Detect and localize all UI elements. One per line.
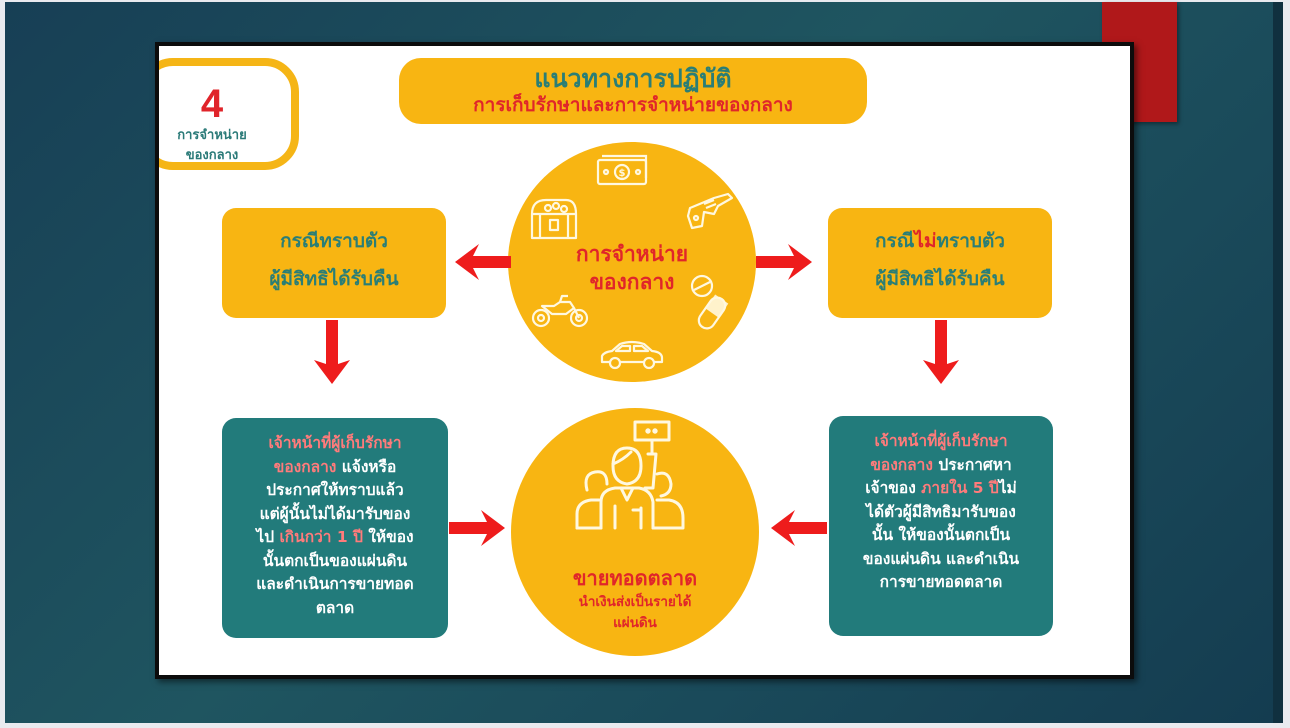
disposal-label-line1: การจำหน่าย	[575, 242, 689, 266]
procedure-known-period-highlight: เกินกว่า 1 ปี	[279, 528, 363, 546]
arrow-right-top	[756, 244, 812, 280]
procedure-unknown-line3: เจ้าของ ภายใน 5 ปีไม่	[829, 477, 1053, 501]
case-unknown-line2: ผู้มีสิทธิได้รับคืน	[875, 268, 1005, 290]
procedure-known-line5-prefix: ไป	[256, 528, 280, 546]
procedure-known-line3: ประกาศให้ทราบแล้ว	[266, 481, 404, 499]
case-unknown-prefix: กรณี	[875, 230, 915, 252]
procedure-known-owner-box: เจ้าหน้าที่ผู้เก็บรักษา ของกลาง แจ้งหรือ…	[222, 418, 448, 638]
viewer-scroll-edge	[1273, 2, 1283, 723]
case-unknown-suffix: ทราบตัว	[936, 230, 1005, 252]
procedure-known-highlight-item: ของกลาง	[273, 457, 337, 476]
arrow-down-left	[314, 320, 350, 384]
title-banner: แนวทางการปฏิบัติ การเก็บรักษาและการจำหน่…	[399, 58, 867, 124]
case-unknown-not-highlight: ไม่	[914, 230, 937, 252]
procedure-known-line5: ไป เกินกว่า 1 ปี ให้ของ	[222, 526, 448, 550]
slide: 4 การจำหน่าย ของกลาง แนวทางการปฏิบัติ กา…	[155, 42, 1134, 679]
procedure-unknown-line2: ของกลาง ประกาศหา	[829, 454, 1053, 478]
case-known-line2: ผู้มีสิทธิได้รับคืน	[269, 268, 399, 290]
disposal-label-line2: ของกลาง	[589, 270, 675, 294]
auction-subtitle-line2: แผ่นดิน	[613, 615, 657, 631]
disposal-label: การจำหน่าย ของกลาง	[508, 240, 756, 296]
procedure-known-line2: ของกลาง แจ้งหรือ	[222, 456, 448, 480]
auction-circle: ขายทอดตลาด นำเงินส่งเป็นรายได้ แผ่นดิน	[511, 408, 759, 656]
page-title: แนวทางการปฏิบัติ	[534, 64, 732, 93]
section-label-line1: การจำหน่าย	[177, 128, 247, 143]
procedure-known-line1: เจ้าหน้าที่ผู้เก็บรักษา	[268, 434, 402, 452]
page-subtitle: การเก็บรักษาและการจำหน่ายของกลาง	[473, 94, 793, 116]
procedure-unknown-line1: เจ้าหน้าที่ผู้เก็บรักษา	[874, 432, 1008, 450]
auction-bidder-icon	[575, 420, 685, 530]
procedure-known-line7: และดำเนินการขายทอด	[256, 575, 414, 593]
procedure-known-line4: แต่ผู้นั้นไม่ได้มารับของ	[259, 504, 411, 523]
arrow-down-right	[923, 320, 959, 384]
arrow-left-bottom	[771, 510, 827, 546]
procedure-unknown-owner-box: เจ้าหน้าที่ผู้เก็บรักษา ของกลาง ประกาศหา…	[829, 416, 1053, 636]
auction-subtitle: นำเงินส่งเป็นรายได้ แผ่นดิน	[511, 592, 759, 634]
procedure-unknown-line2-rest: ประกาศหา	[932, 455, 1012, 474]
revolver-icon	[686, 192, 734, 230]
section-number: 4	[200, 82, 224, 126]
car-icon	[600, 340, 664, 370]
procedure-known-line5-suffix: ให้ของ	[362, 528, 414, 546]
procedure-unknown-line3-suffix: ไม่	[998, 479, 1017, 497]
section-label: การจำหน่าย ของกลาง	[159, 126, 277, 166]
case-known-owner-box: กรณีทราบตัว ผู้มีสิทธิได้รับคืน	[222, 208, 446, 318]
treasure-chest-icon	[530, 198, 578, 240]
auction-title: ขายทอดตลาด	[572, 566, 698, 590]
arrow-right-bottom	[449, 510, 505, 546]
auction-subtitle-line1: นำเงินส่งเป็นรายได้	[578, 594, 692, 610]
procedure-known-line6: นั้นตกเป็นของแผ่นดิน	[262, 551, 408, 570]
banknote-icon: $	[596, 154, 648, 186]
procedure-unknown-line6: ของแผ่นดิน และดำเนิน	[862, 549, 1020, 568]
procedure-known-line2-rest: แจ้งหรือ	[336, 457, 397, 476]
procedure-unknown-line3-prefix: เจ้าของ	[865, 479, 922, 497]
motorcycle-icon	[531, 294, 589, 328]
procedure-unknown-period-highlight: ภายใน 5 ปี	[921, 479, 999, 497]
procedure-unknown-line5: นั้น ให้ของนั้นตกเป็น	[871, 526, 1011, 544]
procedure-unknown-line7: การขายทอดตลาด	[879, 573, 1003, 591]
pills-icon	[690, 274, 729, 330]
disposal-circle: $	[508, 142, 756, 382]
case-unknown-line1: กรณีไม่ทราบตัว	[828, 222, 1052, 260]
procedure-unknown-highlight-item: ของกลาง	[870, 455, 933, 474]
procedure-known-line8: ตลาด	[315, 598, 355, 617]
section-label-line2: ของกลาง	[185, 148, 239, 163]
section-badge: 4 การจำหน่าย ของกลาง	[159, 58, 299, 170]
procedure-unknown-line4: ได้ตัวผู้มีสิทธิมารับของ	[866, 502, 1016, 521]
svg-text:$: $	[619, 168, 626, 179]
case-known-line1: กรณีทราบตัว	[280, 230, 388, 252]
arrow-left-top	[455, 244, 511, 280]
case-unknown-owner-box: กรณีไม่ทราบตัว ผู้มีสิทธิได้รับคืน	[828, 208, 1052, 318]
